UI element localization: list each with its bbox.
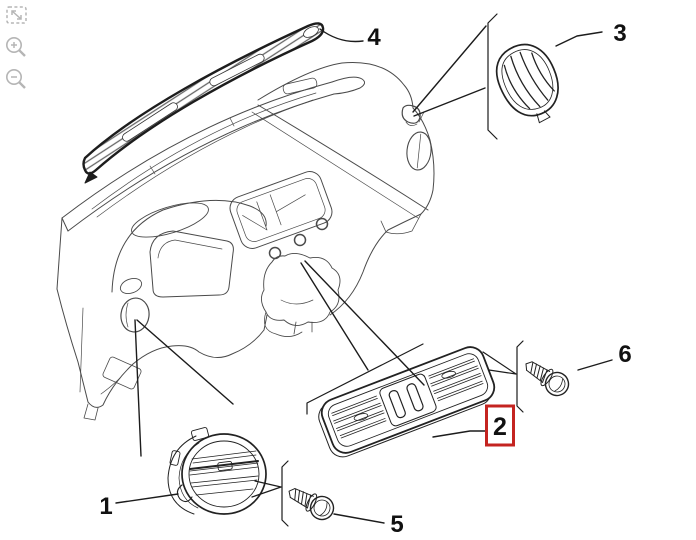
viewer-toolbar xyxy=(2,2,30,94)
fit-to-view-icon xyxy=(6,6,27,24)
part-3-oval-vent-drawing[interactable] xyxy=(486,35,573,131)
callout-4[interactable]: 4 xyxy=(367,24,381,51)
zoom-out-button[interactable] xyxy=(2,66,30,94)
callout-6[interactable]: 6 xyxy=(618,341,631,368)
zoom-in-button[interactable] xyxy=(2,34,30,62)
leader-lines xyxy=(115,13,613,527)
dashboard-body-drawing xyxy=(56,61,435,421)
part-1-round-vent-drawing[interactable] xyxy=(167,427,267,515)
part-2-central-vent-drawing[interactable] xyxy=(315,343,499,461)
part-5-screw-drawing[interactable] xyxy=(284,481,338,524)
part-4-defroster-grille-drawing[interactable] xyxy=(82,22,325,184)
callout-1[interactable]: 1 xyxy=(99,493,112,520)
zoom-in-icon xyxy=(6,37,26,57)
red-highlight-box[interactable] xyxy=(485,404,515,447)
callout-5[interactable]: 5 xyxy=(390,511,403,538)
callout-3[interactable]: 3 xyxy=(613,20,626,47)
part-6-screw-drawing[interactable] xyxy=(520,354,573,400)
fit-to-view-button[interactable] xyxy=(2,2,30,30)
callout-2[interactable]: 2 xyxy=(493,413,507,441)
zoom-out-icon xyxy=(6,69,26,89)
